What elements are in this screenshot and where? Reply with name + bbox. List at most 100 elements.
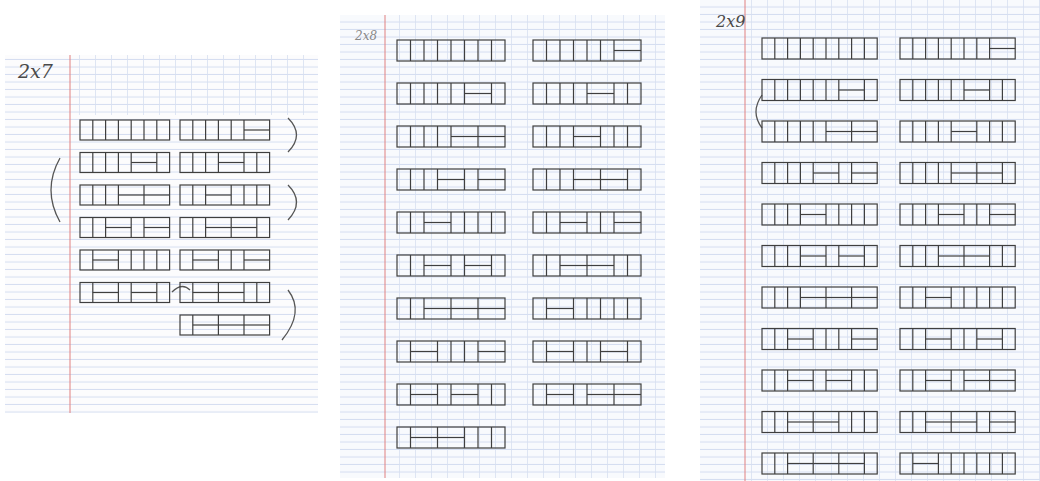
domino-edge [1002,329,1003,350]
domino-edge [813,121,814,142]
domino-grid [397,83,505,104]
domino-edge [912,38,913,59]
domino-grid [900,204,1015,225]
domino-edge [851,38,852,59]
domino-edge [951,329,952,350]
domino-edge [825,204,826,225]
domino-edge [437,40,438,61]
domino-edge [586,341,587,362]
domino-edge [989,453,990,474]
domino-grid [762,163,877,184]
domino-edge [156,283,157,303]
domino-edge [839,255,865,256]
domino-grid [900,80,1015,101]
domino-grid [900,246,1015,267]
domino-edge [788,380,814,381]
domino-edge [131,120,132,140]
domino-edge [573,384,574,405]
domino-edge [925,204,926,225]
domino-edge [437,126,438,147]
domino-edge [813,172,839,173]
domino-edge [838,412,839,433]
domino-edge [410,126,411,147]
domino-edge [1002,246,1003,267]
domino-grid [180,315,270,335]
domino-edge [410,298,411,319]
domino-edge [478,308,505,309]
domino-edge [963,329,964,350]
domino-edge [1002,80,1003,101]
domino-edge [774,329,775,350]
domino-edge [977,172,1003,173]
domino-edge [586,212,587,233]
domino-edge [231,185,232,205]
domino-grid [397,384,505,405]
domino-edge [92,153,93,173]
domino-edge [951,287,952,308]
domino-edge [574,136,601,137]
domino-edge [256,153,257,173]
domino-edge [410,83,411,104]
domino-edge [546,40,547,61]
domino-edge [989,287,990,308]
domino-edge [105,185,106,205]
domino-edge [912,329,913,350]
notebook-page [340,15,665,478]
domino-edge [156,120,157,140]
domino-edge [192,153,193,173]
domino-edge [410,255,411,276]
domino-edge [774,453,775,474]
domino-edge [864,370,865,391]
domino-grid [900,121,1015,142]
domino-edge [976,453,977,474]
domino-edge [451,394,478,395]
domino-edge [600,40,601,61]
domino-grid [180,120,270,140]
domino-edge [465,93,492,94]
domino-grid [80,120,170,140]
domino-edge [976,38,977,59]
grid-size-label: 2x8 [355,30,377,42]
domino-edge [926,297,952,298]
domino-grid [762,204,877,225]
domino-edge [437,384,438,405]
domino-edge [938,80,939,101]
domino-edge [851,412,852,433]
domino-edge [464,40,465,61]
domino-edge [627,83,628,104]
domino-grid [397,126,505,147]
domino-edge [491,384,492,405]
domino-edge [559,83,560,104]
domino-edge [813,38,814,59]
domino-edge [477,427,478,448]
domino-grid [762,287,877,308]
domino-edge [800,121,801,142]
domino-edge [192,218,193,238]
domino-grid [80,283,170,303]
domino-edge [205,120,206,140]
domino-edge [491,212,492,233]
domino-edge [838,38,839,59]
domino-edge [613,126,614,147]
domino-edge [437,341,438,362]
domino-grid [900,38,1015,59]
domino-edge [131,250,132,270]
domino-edge [1002,453,1003,474]
domino-edge [231,120,232,140]
domino-edge [477,212,478,233]
domino-edge [600,126,601,147]
domino-grid [397,427,505,448]
domino-edge [437,83,438,104]
domino-edge [105,153,106,173]
domino-tilings [80,38,1015,474]
domino-edge [787,246,788,267]
domino-edge [410,40,411,61]
domino-edge [800,80,801,101]
domino-edge [963,38,964,59]
domino-edge [774,412,775,433]
domino-edge [105,120,106,140]
domino-edge [450,255,451,276]
domino-edge [826,297,852,298]
domino-grid [762,453,877,474]
